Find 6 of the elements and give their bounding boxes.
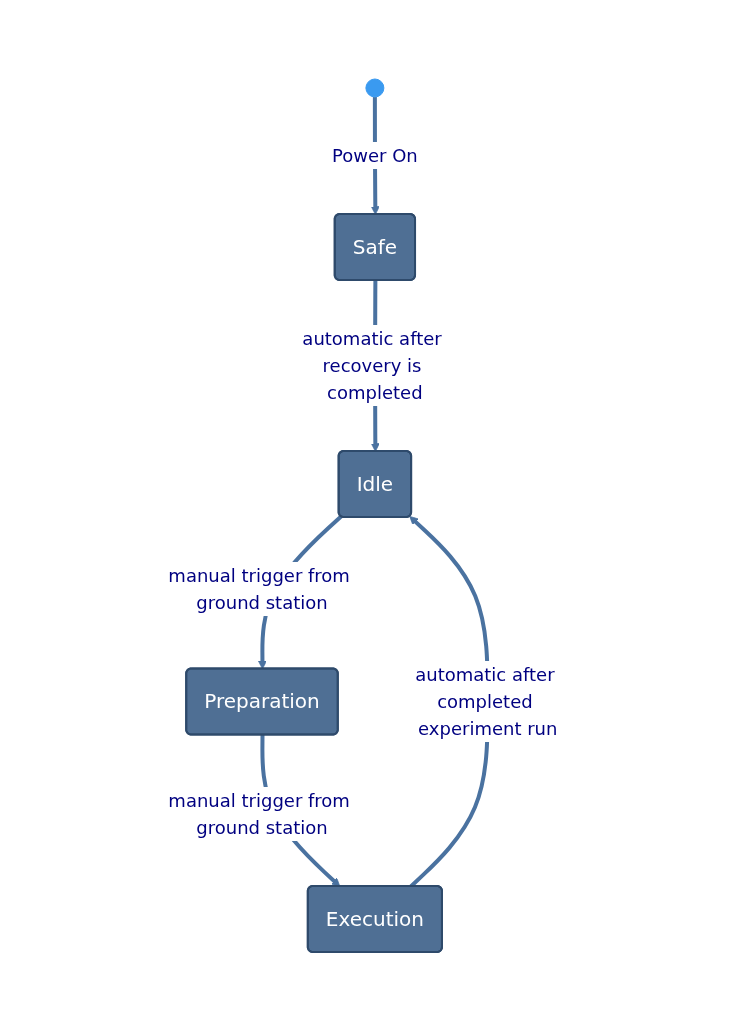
edge-label: manual trigger from ground station <box>168 789 350 838</box>
node-circle <box>365 78 385 97</box>
edge-label: Power On <box>332 144 418 166</box>
edge-label: automatic after recovery is completed <box>302 327 442 403</box>
edge-label: manual trigger from ground station <box>168 564 350 613</box>
edge-label: automatic after completed experiment run <box>415 663 558 739</box>
